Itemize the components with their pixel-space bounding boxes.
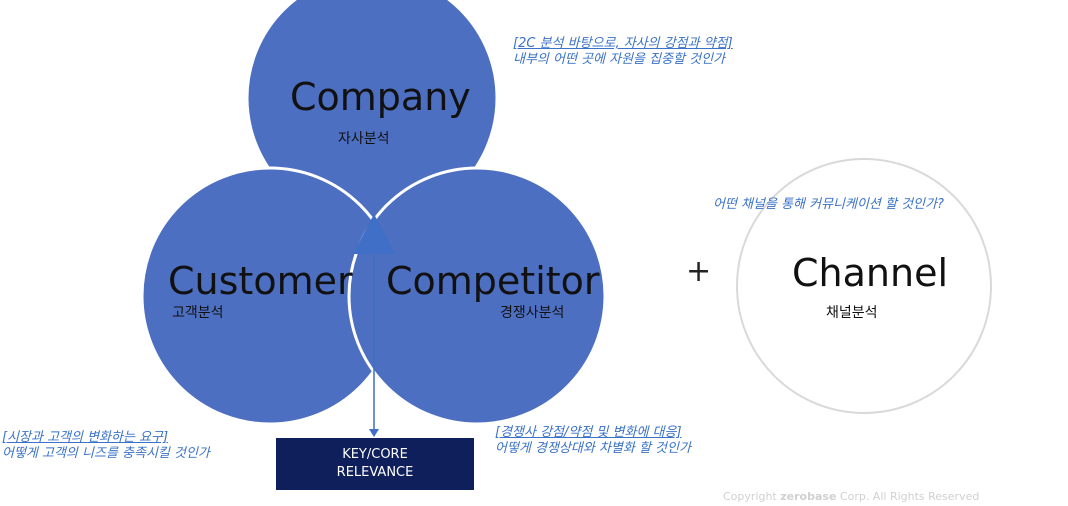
copyright-brand: zerobase bbox=[780, 490, 837, 503]
competitor-circle bbox=[347, 166, 607, 426]
competitor-note-line2: 어떻게 경쟁상대와 차별화 할 것인가 bbox=[495, 441, 691, 456]
triangle-marker bbox=[353, 214, 395, 254]
competitor-note: [경쟁사 강점/약점 및 변화에 대응] 어떻게 경쟁상대와 차별화 할 것인가 bbox=[495, 425, 691, 457]
company-subtitle: 자사분석 bbox=[338, 131, 390, 147]
arrow-head bbox=[369, 429, 379, 437]
competitor-subtitle: 경쟁사분석 bbox=[500, 305, 565, 321]
key-relevance-box: KEY/CORE RELEVANCE bbox=[276, 438, 474, 490]
company-note-line1: [2C 분석 바탕으로, 자사의 강점과 약점] bbox=[513, 36, 733, 51]
copyright-text: Copyright zerobase Corp. All Rights Rese… bbox=[723, 490, 979, 503]
competitor-title: Competitor bbox=[386, 259, 600, 303]
channel-title: Channel bbox=[792, 251, 949, 295]
company-note-line2: 내부의 어떤 곳에 자원을 집중할 것인가 bbox=[513, 52, 726, 67]
customer-subtitle: 고객분석 bbox=[172, 305, 224, 321]
customer-title: Customer bbox=[168, 259, 353, 303]
key-box-line1: KEY/CORE bbox=[342, 447, 408, 462]
copyright-suffix: Corp. All Rights Reserved bbox=[836, 490, 980, 503]
customer-note: [시장과 고객의 변화하는 요구] 어떻게 고객의 니즈를 충족시킬 것인가 bbox=[2, 430, 210, 462]
channel-note-line1: 어떤 채널을 통해 커뮤니케이션 할 것인가? bbox=[713, 197, 944, 212]
customer-note-line1: [시장과 고객의 변화하는 요구] bbox=[2, 430, 169, 445]
plus-sign: + bbox=[686, 254, 712, 289]
company-note: [2C 분석 바탕으로, 자사의 강점과 약점] 내부의 어떤 곳에 자원을 집… bbox=[513, 36, 733, 68]
customer-note-line2: 어떻게 고객의 니즈를 충족시킬 것인가 bbox=[2, 446, 210, 461]
channel-subtitle: 채널분석 bbox=[826, 305, 878, 321]
channel-circle bbox=[736, 158, 992, 414]
competitor-note-line1: [경쟁사 강점/약점 및 변화에 대응] bbox=[495, 425, 682, 440]
key-box-line2: RELEVANCE bbox=[336, 465, 414, 480]
company-title: Company bbox=[290, 75, 471, 119]
copyright-prefix: Copyright bbox=[723, 490, 781, 503]
channel-note: 어떤 채널을 통해 커뮤니케이션 할 것인가? bbox=[713, 197, 944, 213]
